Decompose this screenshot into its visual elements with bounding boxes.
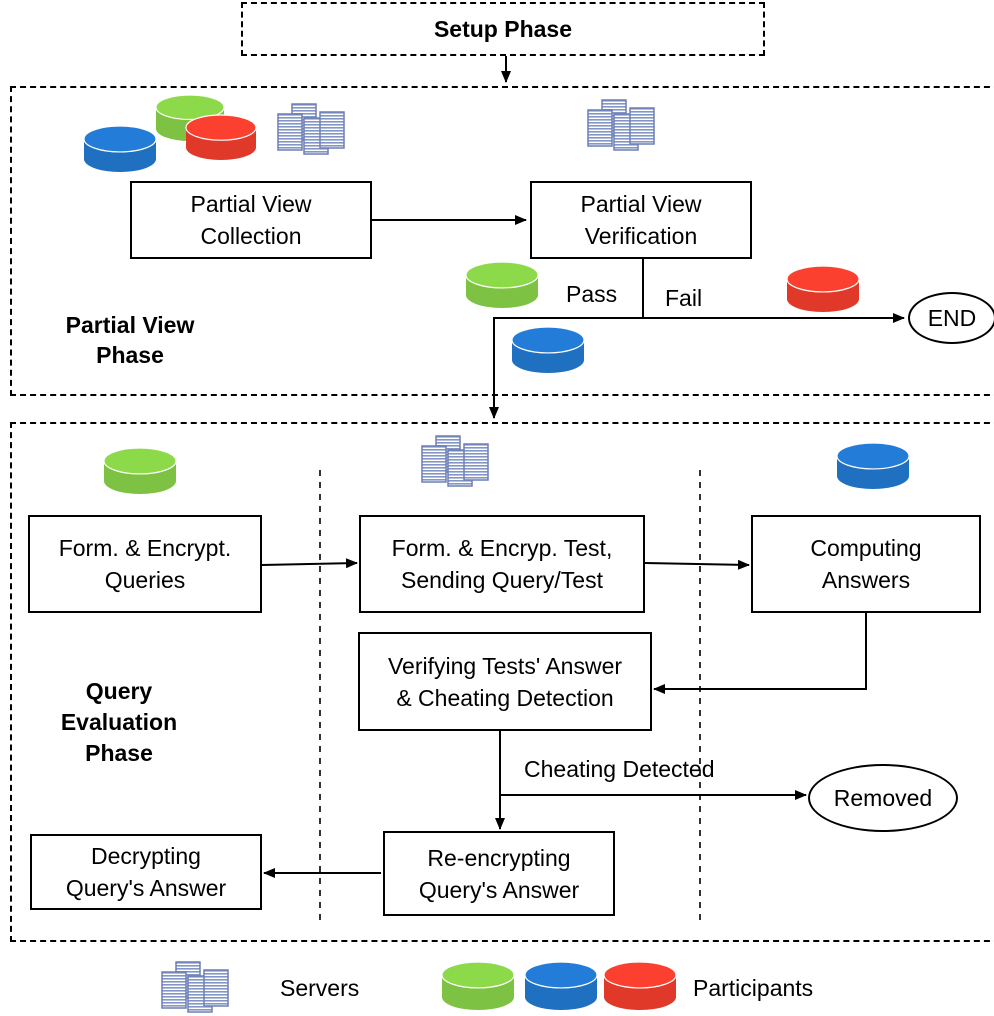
partial-view-phase-label: Partial View Phase [65,312,195,368]
participant-database-icon [465,261,539,308]
query-evaluation-phase-label: Query Evaluation Phase [60,678,178,766]
participant-database-icon [603,961,677,1010]
partial-view-collection-box: Partial View Collection [130,181,372,259]
participant-database-icon [524,961,598,1010]
query-evaluation-phase-region [10,422,994,942]
legend-participants-label: Participants [693,975,814,1001]
verifying-tests-box: Verifying Tests' Answer & Cheating Detec… [358,632,652,731]
removed-terminal: Removed [808,764,958,832]
participant-database-icon [441,961,515,1010]
cheating-detected-label: Cheating Detected [524,756,715,782]
form-encrypt-queries-box: Form. & Encrypt. Queries [28,515,262,613]
server-cluster-icon [162,962,228,1012]
arrow-test-to-computing [644,559,750,570]
setup-phase-box [241,2,765,56]
participant-icons [83,94,910,1010]
participant-database-icon [836,442,910,489]
form-encryp-test-box: Form. & Encryp. Test, Sending Query/Test [359,515,645,613]
arrow-computing-to-verifying [653,613,867,694]
participant-database-icon [83,125,157,172]
participant-database-icon [511,326,585,373]
legend-servers-label: Servers [280,975,360,1001]
arrow-queries-to-test [261,558,358,569]
fail-label: Fail [665,285,703,311]
participant-database-icon [103,447,177,494]
participant-database-icon [786,265,860,312]
participant-database-icon [185,114,257,160]
decrypting-answer-box: Decrypting Query's Answer [30,834,262,910]
pass-label: Pass [566,281,618,307]
partial-view-phase-region [10,86,994,396]
setup-phase-label: Setup Phase [433,16,573,42]
arrow-pass-to-query-phase [489,317,643,419]
partial-view-verification-box: Partial View Verification [530,181,752,259]
computing-answers-box: Computing Answers [751,515,981,613]
reencrypting-answer-box: Re-encrypting Query's Answer [383,831,615,916]
end-terminal: END [908,292,994,344]
